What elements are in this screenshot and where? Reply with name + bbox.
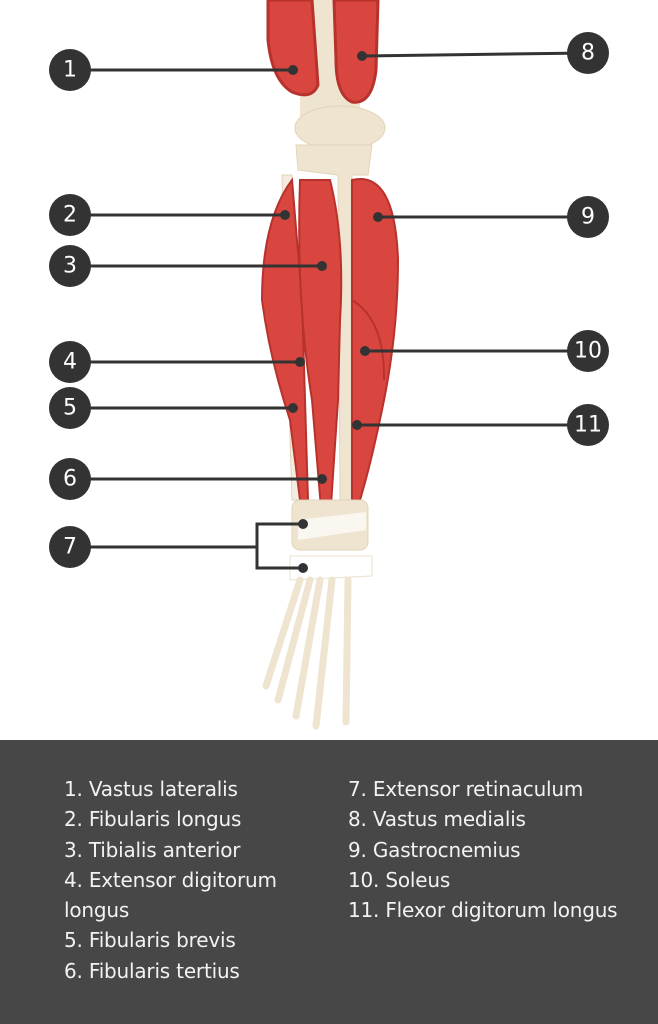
legend-item: 6. Fibularis tertius [64,958,240,983]
legend-column-1: 1. Vastus lateralis 2. Fibularis longus … [64,774,329,986]
marker-4[interactable]: 4 [49,341,91,383]
marker-1[interactable]: 1 [49,49,91,91]
marker-badges: 1 2 3 4 5 6 7 8 9 10 11 [49,32,609,568]
legend-item: 3. Tibialis anterior [64,837,241,862]
legend-item: 5. Fibularis brevis [64,928,236,953]
legend-item: 10. Soleus [348,867,451,892]
legend-panel: 1. Vastus lateralis 2. Fibularis longus … [0,740,658,1024]
legend-column-2: 7. Extensor retinaculum 8. Vastus medial… [348,774,638,925]
leg-illustration [260,0,400,730]
svg-text:6: 6 [63,467,77,492]
leader-dots [280,51,383,573]
marker-7[interactable]: 7 [49,526,91,568]
legend-item: 11. Flexor digitorum longus [348,898,618,923]
legend-item: 1. Vastus lateralis [64,777,238,801]
marker-3[interactable]: 3 [49,245,91,287]
svg-text:1: 1 [63,58,77,83]
legend-item: 7. Extensor retinaculum [348,777,584,801]
svg-text:2: 2 [63,203,77,228]
marker-2[interactable]: 2 [49,194,91,236]
legend-item: 2. Fibularis longus [64,807,242,832]
marker-11[interactable]: 11 [567,404,609,446]
svg-text:10: 10 [574,339,602,364]
legend-item: 9. Gastrocnemius [348,837,521,862]
svg-text:7: 7 [63,535,77,560]
leg-muscle-diagram: 1 2 3 4 5 6 7 8 9 10 11 [49,0,609,730]
svg-text:5: 5 [63,396,77,421]
svg-text:3: 3 [63,254,77,279]
marker-8[interactable]: 8 [567,32,609,74]
marker-5[interactable]: 5 [49,387,91,429]
marker-10[interactable]: 10 [567,330,609,372]
legend-item: 8. Vastus medialis [348,807,526,832]
marker-9[interactable]: 9 [567,196,609,238]
svg-text:8: 8 [581,41,595,66]
svg-text:4: 4 [63,350,77,375]
legend-item: 4. Extensor digitorum longus [64,867,277,923]
svg-text:9: 9 [581,205,595,230]
svg-text:11: 11 [574,413,602,438]
marker-6[interactable]: 6 [49,458,91,500]
leader-lines [70,51,589,570]
